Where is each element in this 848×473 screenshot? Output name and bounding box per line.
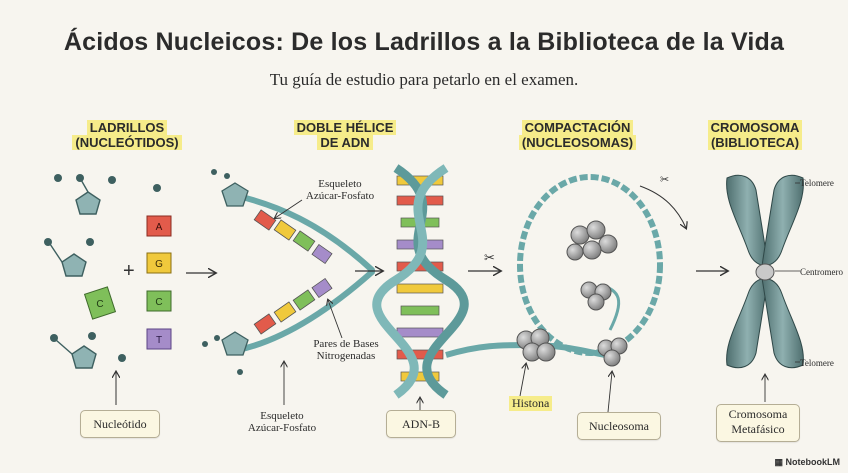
label-histona: Histona (509, 396, 553, 411)
base-column: A G C T (146, 215, 172, 350)
plus-sign: + (123, 260, 135, 282)
free-base-letter: C (96, 299, 103, 310)
free-base-c: C (83, 286, 117, 320)
label-backbone-bottom: Esqueleto Azúcar-Fosfato (232, 410, 332, 434)
chromosome (726, 174, 804, 369)
label-line: Nitrogenadas (316, 350, 376, 362)
scissors-icon: ✂ (484, 251, 495, 266)
nucleotide-molecule (54, 174, 101, 215)
box-nucleosoma: Nucleosoma (577, 412, 661, 440)
base-letter-g: G (155, 259, 163, 270)
stage-heading-chromosome: CROMOSOMA (BIBLIOTECA) (690, 120, 820, 150)
nucleosome (516, 328, 556, 362)
callout-line (275, 199, 303, 218)
page-title: Ácidos Nucleicos: De los Ladrillos a la … (63, 28, 785, 56)
stage-heading-line2: (NUCLEÓTIDOS) (72, 135, 182, 150)
stage-heading-line2: DE ADN (317, 135, 373, 150)
label-backbone-top: Esqueleto Azúcar-Fosfato (290, 178, 390, 202)
label-line: Esqueleto (260, 410, 304, 422)
nucleotide-group (44, 174, 161, 369)
backbone-pentagons (202, 169, 249, 375)
stage-heading-compaction: COMPACTACIÓN (NUCLEOSOMAS) (510, 120, 645, 150)
page-subtitle: Tu guía de estudio para petarlo en el ex… (269, 70, 579, 89)
box-adn-b: ADN-B (386, 410, 456, 438)
callout-line (328, 300, 343, 339)
brand-name: NotebookLM (785, 457, 841, 467)
base-letter-c: C (155, 297, 162, 308)
histone-cluster (566, 220, 618, 311)
stage-heading-nucleotides: LADRILLOS (NUCLEÓTIDOS) (62, 120, 192, 150)
nucleotide-molecule (44, 238, 87, 277)
stage-heading-line1: CROMOSOMA (707, 120, 803, 135)
label-telomere-top: Telomere (800, 178, 834, 188)
stage-heading-double-helix: DOBLE HÉLICE DE ADN (280, 120, 410, 150)
top-strand-bases (253, 209, 333, 265)
scissors-icon: ✂ (660, 173, 669, 186)
base-letter-t: T (156, 335, 162, 346)
label-line: Pares de Bases (313, 338, 379, 350)
label-line: Azúcar-Fosfato (247, 422, 317, 434)
box-line: Metafásico (731, 422, 785, 436)
nucleosome (597, 337, 628, 367)
nucleotide-molecule (50, 334, 97, 369)
brand-logo: ▦ NotebookLM (774, 457, 840, 468)
bottom-strand-bases (253, 277, 333, 335)
arrow-to-histone (519, 364, 526, 397)
stage-heading-line2: (NUCLEOSOMAS) (518, 135, 637, 150)
stage-heading-line1: COMPACTACIÓN (521, 120, 634, 135)
label-telomere-bottom: Telomere (800, 358, 834, 368)
chromatin-coil (445, 174, 663, 358)
box-cromosoma: Cromosoma Metafásico (716, 404, 800, 442)
stage-heading-line1: DOBLE HÉLICE (293, 120, 397, 135)
label-line: Esqueleto (318, 178, 362, 190)
label-base-pairs: Pares de Bases Nitrogenadas (296, 338, 396, 362)
sugar-phosphate-backbone (235, 193, 375, 353)
dna-helix (372, 164, 469, 399)
brand-icon: ▦ (774, 457, 783, 467)
curved-arrow (639, 185, 686, 228)
box-nucleotido: Nucleótido (80, 410, 160, 438)
arrow-to-nucleosome (607, 372, 612, 413)
label-centromere: Centromero (800, 267, 843, 277)
stage-heading-line1: LADRILLOS (86, 120, 168, 135)
box-line: Cromosoma (728, 407, 788, 421)
base-letter-a: A (156, 222, 163, 233)
stage-heading-line2: (BIBLIOTECA) (707, 135, 803, 150)
label-line: Azúcar-Fosfato (305, 190, 375, 202)
